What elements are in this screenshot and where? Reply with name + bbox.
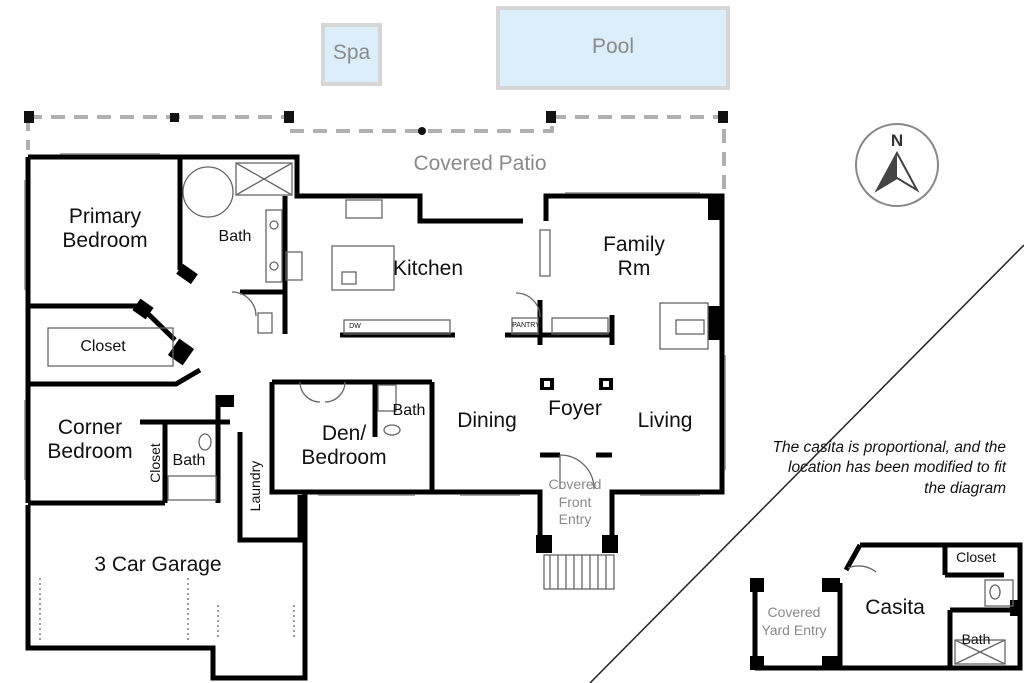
dining-label: Dining (457, 409, 517, 432)
garage-label: 3 Car Garage (94, 553, 222, 576)
covered-yard-entry-label: Covered Yard Entry (761, 604, 827, 638)
primary-bath-label: Bath (218, 228, 252, 245)
laundry-label: Laundry (246, 460, 263, 512)
pool (496, 6, 730, 90)
spa-label: Spa (332, 41, 371, 64)
dw-label: DW (349, 323, 361, 330)
casita-fixtures (847, 565, 1014, 665)
covered-front-entry-label: Covered Front Entry (548, 476, 602, 527)
kitchen-label: Kitchen (392, 257, 464, 280)
compass-circle (855, 123, 939, 207)
pool-label: Pool (591, 35, 635, 58)
compass (855, 123, 939, 207)
foyer-label: Foyer (548, 397, 602, 420)
compass-north-label: N (890, 131, 904, 150)
closet-primary-label: Closet (80, 338, 126, 355)
walls (25, 154, 725, 681)
wall-columns (132, 196, 724, 553)
casita-label: Casita (865, 596, 925, 619)
windows (24, 153, 726, 496)
casita-divider (589, 244, 1024, 683)
living-label: Living (637, 409, 693, 432)
bath-den-label: Bath (392, 402, 426, 419)
casita-note: The casita is proportional, and the loca… (772, 439, 1007, 497)
primary-bedroom-label: Primary Bedroom (62, 205, 148, 253)
casita-closet-label: Closet (956, 549, 996, 565)
bath-corner-label: Bath (172, 452, 206, 469)
foyer-column-centers (544, 381, 609, 387)
den-bedroom-label: Den/ Bedroom (301, 422, 387, 470)
corner-bedroom-label: Corner Bedroom (47, 416, 133, 464)
casita-bath-label: Bath (961, 631, 991, 647)
covered-patio-label: Covered Patio (413, 152, 547, 175)
spa (321, 23, 382, 86)
pantry-label: PANTRY (512, 322, 540, 329)
family-room-label: Family Rm (603, 233, 665, 281)
closet-corner-label: Closet (146, 443, 163, 483)
fixtures (39, 162, 709, 640)
patio-posts (24, 111, 728, 135)
